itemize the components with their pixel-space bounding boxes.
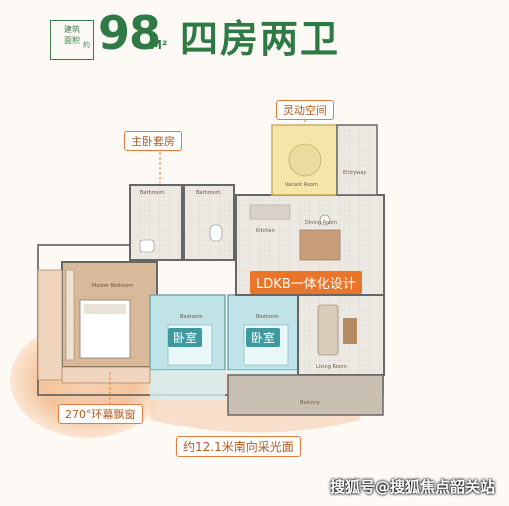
area-label-line2: 面积 (64, 36, 80, 45)
area-unit: M² (150, 38, 168, 52)
room-label-master-bedroom: Master Bedroom (92, 283, 134, 289)
area-label-suffix: 约 (83, 41, 90, 49)
room-label-balcony: Balcony (300, 400, 320, 406)
room-label-bedroom-b: Bedroom (256, 314, 279, 320)
room-label-kitchen: Kitchen (256, 228, 275, 234)
room-label-living-room: Living Room (316, 364, 347, 370)
tag-south-light: 约12.1米南向采光面 (176, 436, 301, 457)
dining-table (299, 229, 341, 261)
watermark: 搜狐号@搜狐焦点韶关站 (330, 478, 496, 496)
page-title: 四房两卫 (180, 17, 341, 61)
master-bathroom (129, 184, 183, 261)
room-label-dining: Dining Room (305, 220, 337, 226)
tag-master-suite: 主卧套房 (124, 131, 182, 151)
room-label-entryway: Entryway (343, 170, 367, 176)
entryway-area (336, 124, 378, 196)
tag-bay-window: 270°环幕飘窗 (58, 404, 143, 424)
bathroom-2 (183, 184, 235, 261)
room-label-bathroom-2: Bathroom (196, 190, 221, 196)
tag-ldkb: LDKB一体化设计 (250, 271, 362, 294)
area-value: 98 (98, 6, 161, 60)
tag-flex-space: 灵动空间 (276, 100, 334, 120)
area-label-line1: 建筑 (64, 25, 80, 34)
room-label-bedroom-a: Bedroom (180, 314, 203, 320)
tag-bedroom-1: 卧室 (168, 328, 203, 347)
room-label-bathroom-1: Bathroom (140, 190, 165, 196)
area-label-box: 建筑 面积 (50, 20, 94, 60)
tag-bedroom-2: 卧室 (246, 328, 281, 347)
room-label-vacant-room: Vacant Room (285, 182, 318, 188)
living-room-area (297, 294, 385, 376)
balcony-area (227, 374, 384, 416)
